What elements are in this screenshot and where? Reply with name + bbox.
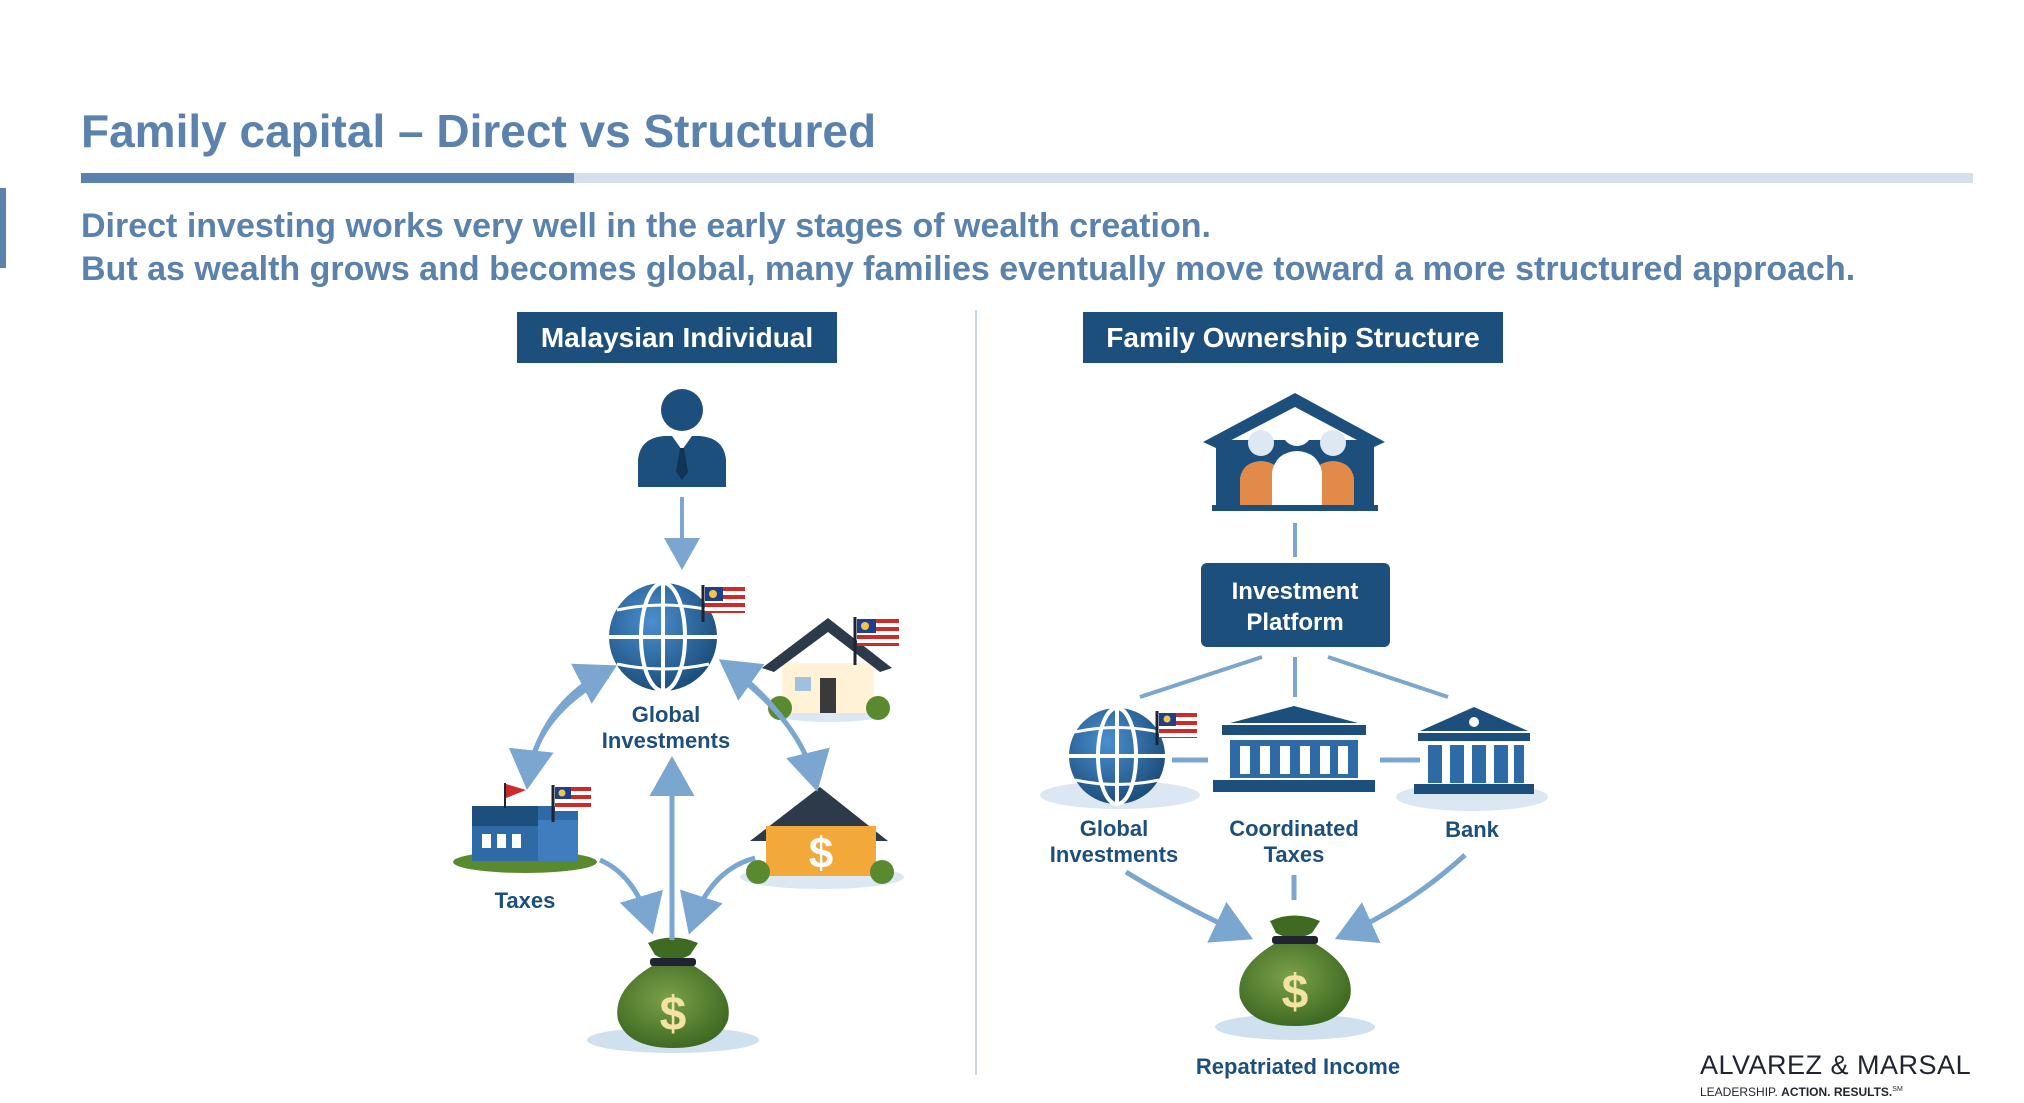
- arrow-dollar-house-to-globe: [718, 659, 788, 724]
- subtitle-line-2: But as wealth grows and becomes global, …: [81, 250, 1856, 288]
- side-accent-bar: [0, 188, 6, 268]
- slide-title: Family capital – Direct vs Structured: [81, 105, 877, 157]
- svg-text:$: $: [660, 988, 687, 1041]
- right-header-text: Family Ownership Structure: [1106, 322, 1479, 353]
- dollar-house-icon: $: [740, 787, 904, 889]
- brand-tag-bold: ACTION. RESULTS.: [1781, 1085, 1893, 1099]
- arrow-bank-to-income: [1334, 853, 1467, 944]
- left-header-box: [517, 312, 837, 363]
- right-taxes-label-1: Coordinated: [1229, 816, 1359, 841]
- title-rule-accent: [81, 173, 574, 183]
- left-header-text: Malaysian Individual: [541, 322, 813, 353]
- arrow-taxes-to-globe: [525, 663, 617, 781]
- brand-tag-mark: SM: [1892, 1086, 1903, 1093]
- arrow-globe-to-taxes: [508, 673, 610, 790]
- connector-platform-to-bank: [1327, 655, 1449, 699]
- bank-icon: [1396, 707, 1548, 811]
- malaysia-flag-icon: [853, 617, 899, 665]
- brand-tag-plain: LEADERSHIP.: [1700, 1085, 1778, 1099]
- right-globe-label-2: Investments: [1050, 842, 1178, 867]
- arrow-dollar-house-to-bag: [679, 855, 756, 935]
- right-panel: Family Ownership Structure Investment Pl…: [1040, 312, 1548, 1079]
- arrow-taxes-to-bag: [598, 857, 663, 935]
- svg-text:$: $: [1282, 966, 1309, 1019]
- arrow-globe-to-income: [1124, 869, 1254, 943]
- globe-icon: [1040, 706, 1200, 809]
- svg-text:$: $: [809, 829, 833, 878]
- malaysia-flag-icon: [1155, 711, 1197, 745]
- left-taxes-label: Taxes: [495, 888, 556, 913]
- left-panel: Malaysian Individual: [453, 312, 904, 1053]
- connector-platform-to-globe: [1139, 655, 1263, 699]
- right-taxes-label-2: Taxes: [1264, 842, 1325, 867]
- person-icon: [638, 389, 726, 487]
- house-icon: [762, 618, 892, 722]
- title-rule: [81, 173, 1973, 183]
- family-house-icon: [1203, 393, 1385, 511]
- platform-label-1: Investment: [1232, 578, 1359, 605]
- right-globe-label-1: Global: [1080, 816, 1148, 841]
- repatriated-income-label: Repatriated Income: [1196, 1054, 1400, 1079]
- subtitle-line-1: Direct investing works very well in the …: [81, 207, 1211, 245]
- money-bag-icon: $: [1215, 915, 1375, 1040]
- malaysia-flag-icon: [551, 785, 591, 822]
- platform-label-2: Platform: [1246, 609, 1343, 636]
- left-globe-label-2: Investments: [602, 728, 730, 753]
- brand-tagline: LEADERSHIP. ACTION. RESULTS.SM: [1700, 1085, 1980, 1099]
- government-building-icon: [1213, 706, 1375, 792]
- malaysia-flag-icon: [701, 585, 745, 622]
- slide-subtitle: Direct investing works very well in the …: [81, 205, 1855, 291]
- tax-building-icon: [453, 783, 597, 873]
- left-globe-label-1: Global: [632, 702, 700, 727]
- investment-platform-box: [1201, 563, 1390, 647]
- money-bag-icon: $: [587, 937, 759, 1053]
- bank-label: Bank: [1445, 817, 1500, 842]
- globe-icon: [609, 581, 717, 693]
- brand-name: ALVAREZ & MARSAL: [1700, 1050, 1972, 1080]
- brand-logo: ALVAREZ & MARSAL LEADERSHIP. ACTION. RES…: [1700, 1050, 1980, 1099]
- right-header-box: [1083, 312, 1503, 363]
